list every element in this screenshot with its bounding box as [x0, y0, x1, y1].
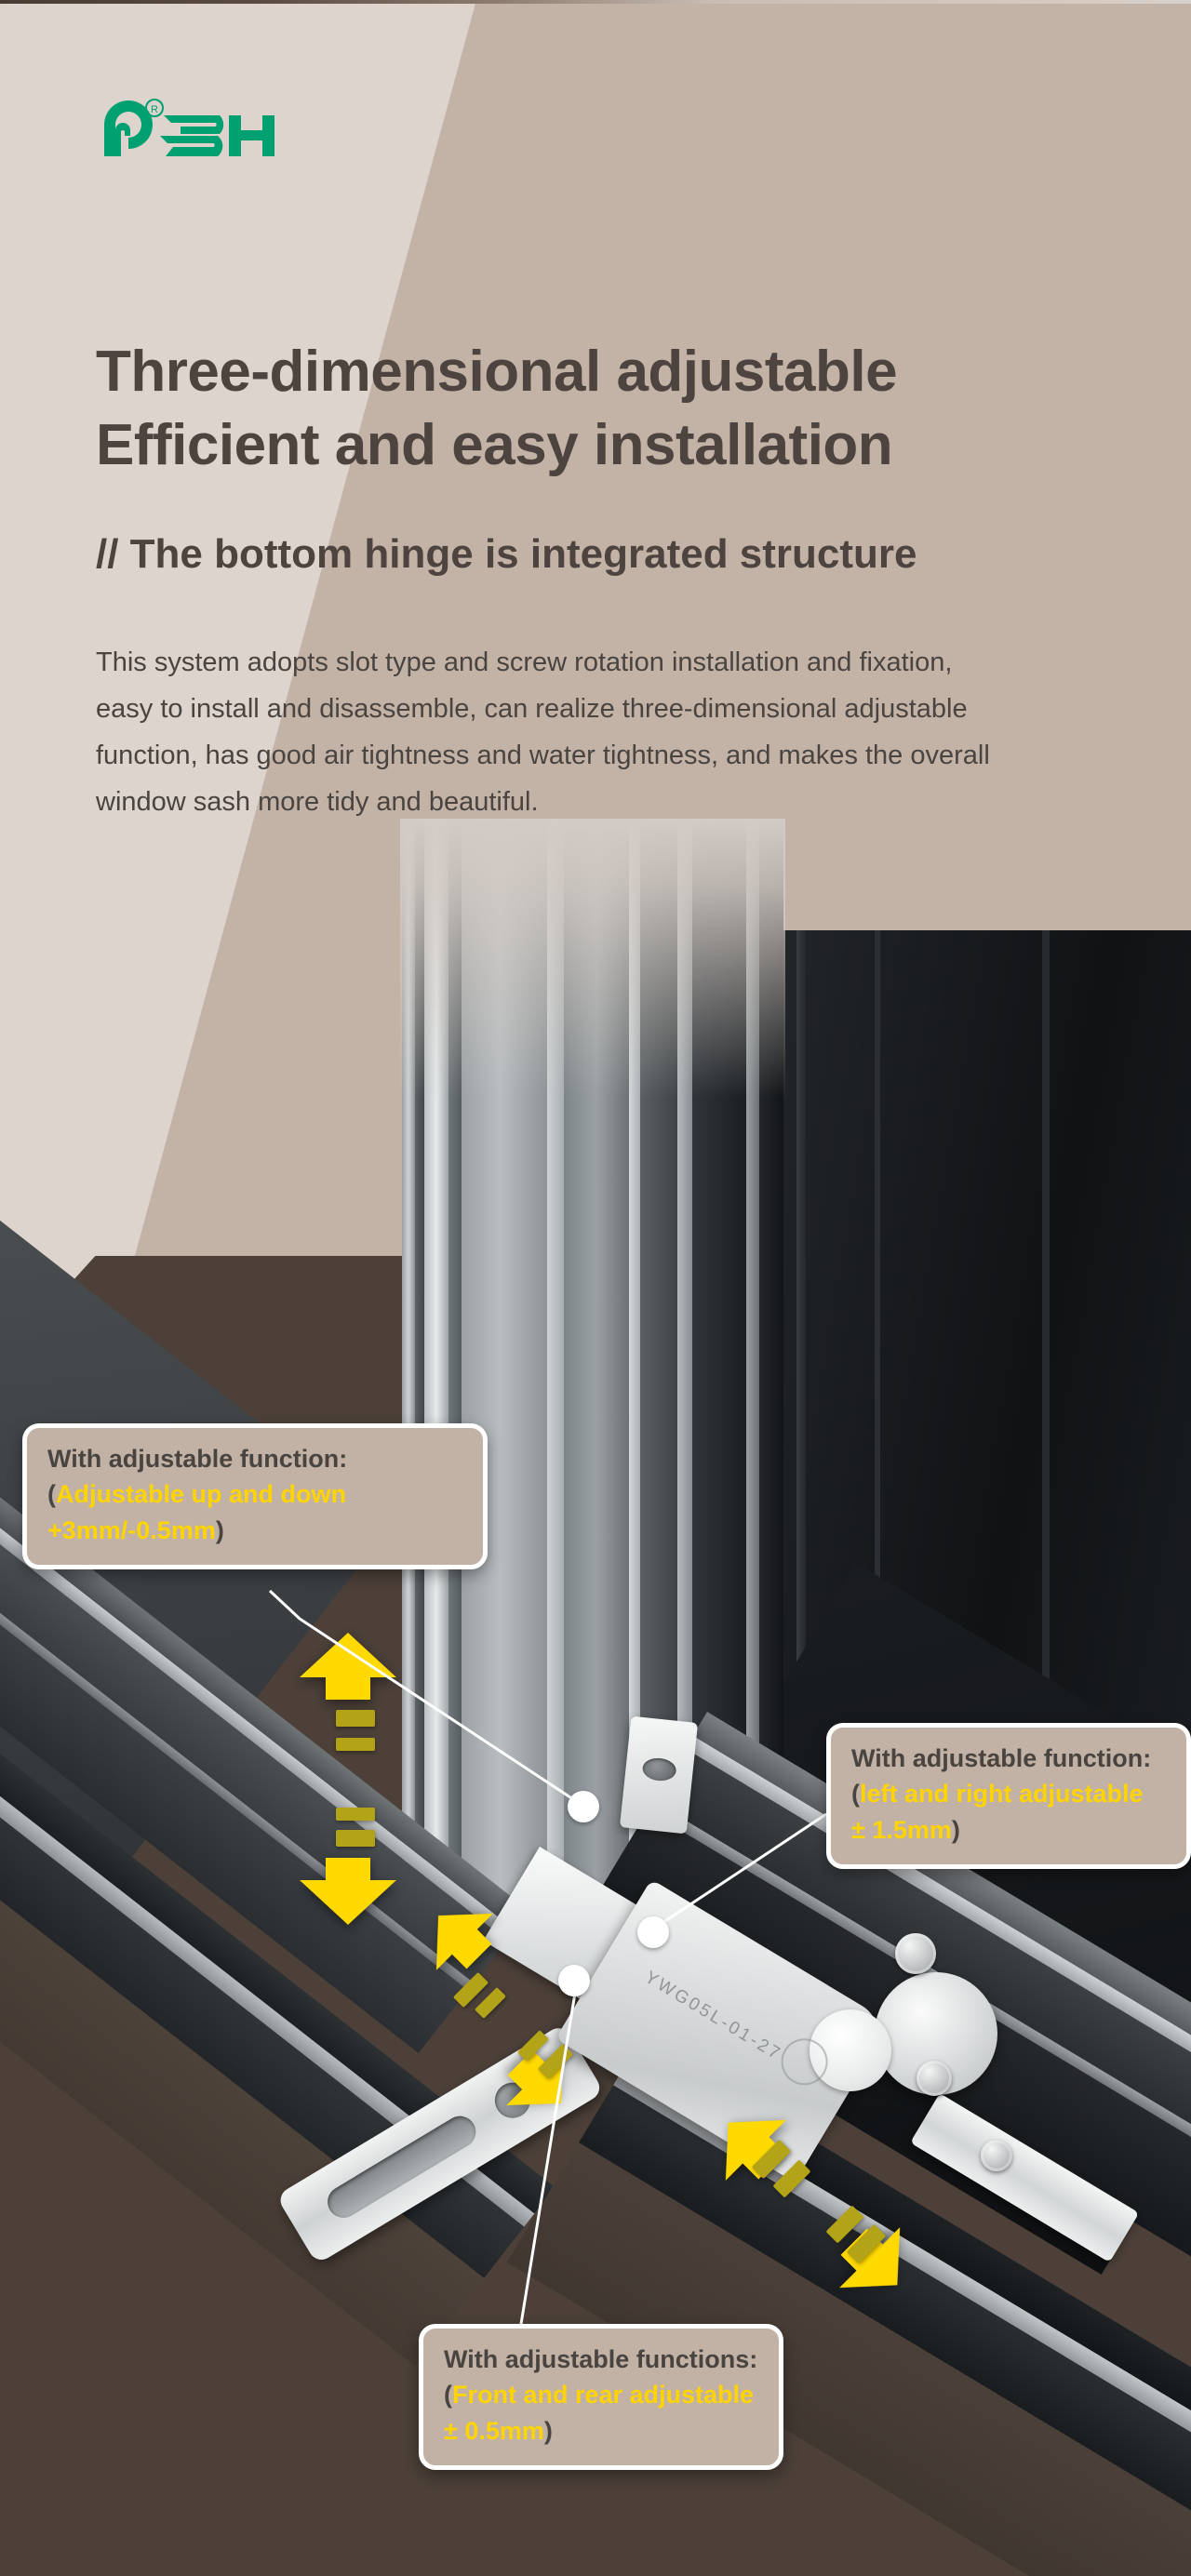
hinge-adjust-tab — [619, 1715, 699, 1835]
callout-highlight-value: +3mm/-0.5mm — [47, 1515, 216, 1544]
callout-up-down: With adjustable function: (Adjustable up… — [22, 1423, 488, 1569]
page-subtitle: // The bottom hinge is integrated struct… — [96, 531, 917, 577]
leader-dot-up-down — [568, 1791, 599, 1822]
page-title-line2: Efficient and easy installation — [96, 413, 893, 478]
pbh-logo: R — [73, 93, 287, 158]
callout-highlight-text: left and right adjustable — [860, 1780, 1144, 1809]
callout-highlight-line2: ± 1.5mm) — [851, 1812, 1166, 1848]
callout-open-paren: ( — [444, 2381, 452, 2409]
hinge-screw — [895, 1933, 936, 1974]
callout-open-paren: ( — [851, 1780, 860, 1809]
paragraph-line-2: easy to install and disassemble, can rea… — [96, 693, 968, 724]
callout-highlight-line1: (left and right adjustable — [851, 1776, 1166, 1811]
glass-rib — [1042, 930, 1050, 1768]
arrow-down-icon — [300, 1858, 396, 1925]
hinge-cap-disc — [810, 2009, 891, 2091]
callout-title: With adjustable function: — [851, 1744, 1152, 1772]
glass-rib — [796, 930, 806, 1768]
callout-left-right: With adjustable function: (left and righ… — [826, 1723, 1191, 1869]
page-title: Three-dimensional adjustable Efficient a… — [96, 335, 1008, 483]
callout-highlight-line2: ± 0.5mm) — [444, 2413, 758, 2449]
callout-highlight-text: Front and rear adjustable — [452, 2381, 755, 2409]
mullion-strip — [415, 819, 424, 1916]
callout-highlight-line1: (Front and rear adjustable — [444, 2377, 758, 2412]
callout-open-paren: ( — [47, 1480, 56, 1509]
paragraph-line-4: window sash more tidy and beautiful. — [96, 786, 539, 817]
page-title-line1: Three-dimensional adjustable — [96, 340, 898, 404]
glass-rib — [875, 930, 880, 1768]
callout-title: With adjustable functions: — [444, 2345, 758, 2373]
paragraph-line-1: This system adopts slot type and screw r… — [96, 647, 953, 677]
mullion-top-fade — [400, 819, 785, 1098]
leader-dot-front-rear — [558, 1965, 590, 1996]
leader-dot-left-right — [637, 1916, 669, 1948]
callout-close-paren: ) — [215, 1515, 224, 1544]
svg-text:R: R — [151, 104, 158, 115]
page-paragraph: This system adopts slot type and screw r… — [96, 640, 1119, 826]
callout-close-paren: ) — [951, 1815, 960, 1844]
paragraph-line-3: function, has good air tightness and wat… — [96, 740, 990, 770]
callout-close-paren: ) — [543, 2416, 553, 2445]
hinge-screw — [981, 2140, 1012, 2171]
callout-highlight-line2: +3mm/-0.5mm) — [47, 1513, 462, 1548]
callout-front-rear: With adjustable functions: (Front and re… — [419, 2324, 783, 2470]
callout-highlight-text: Adjustable up and down — [56, 1480, 346, 1509]
arrow-up-icon — [300, 1633, 396, 1700]
hinge-tab-hole — [641, 1756, 677, 1782]
arrow-up-left-icon — [410, 1888, 508, 1985]
callout-title: With adjustable function: — [47, 1445, 348, 1473]
callout-highlight-value: ± 0.5mm — [444, 2416, 544, 2445]
callout-highlight-value: ± 1.5mm — [851, 1815, 952, 1844]
callout-highlight-line1: (Adjustable up and down — [47, 1476, 462, 1512]
hinge-screw — [917, 2061, 952, 2096]
top-edge-line — [0, 0, 1191, 4]
